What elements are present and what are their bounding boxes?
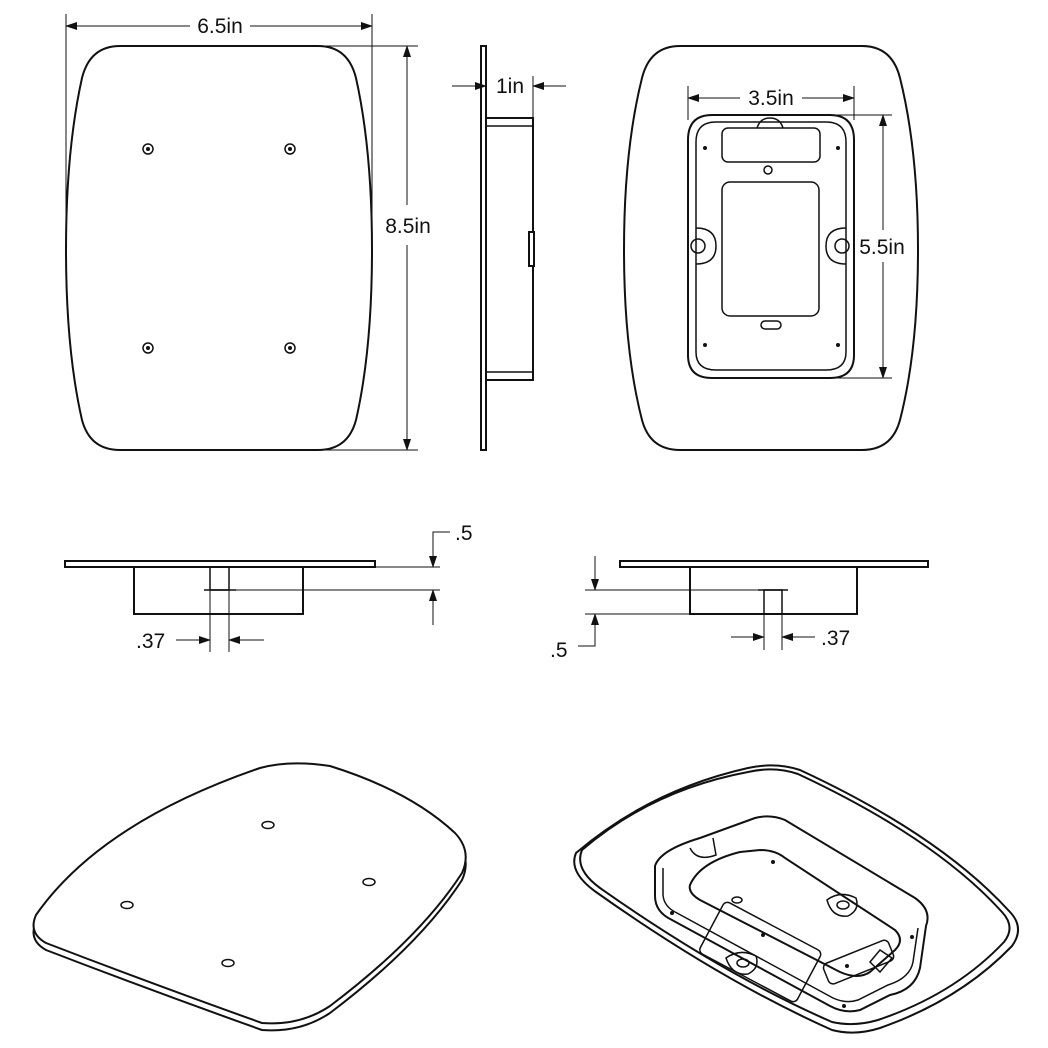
iso-mounting-hole	[120, 900, 134, 910]
iso-plate-top	[32, 762, 467, 1025]
offset-dimension-label: .5	[455, 522, 473, 545]
box-height-dimension-label: 5.5in	[859, 236, 905, 259]
width-dimension-label: 6.5in	[197, 15, 243, 38]
slot-dimension-label: .37	[821, 627, 850, 650]
isometric-front-view	[32, 762, 467, 1032]
front-view: 6.5in 8.5in	[64, 14, 431, 451]
iso-mounting-ear	[826, 893, 858, 917]
bottom-left-elevation: .5 .37	[64, 522, 473, 653]
iso-mounting-ear	[725, 951, 758, 975]
right-mounting-ear	[825, 227, 850, 265]
box-width-dimension-label: 3.5in	[748, 87, 794, 110]
side-tab	[528, 231, 535, 267]
iso-mounting-hole	[261, 820, 275, 830]
bottom-slot	[760, 320, 782, 330]
back-view: 3.5in 5.5in	[622, 45, 920, 451]
height-dimension-label: 8.5in	[385, 215, 431, 238]
screw-hole	[763, 165, 773, 175]
device-opening	[721, 181, 820, 317]
depth-dimension-label: 1in	[496, 75, 524, 98]
iso-mounting-hole	[362, 877, 376, 887]
junction-box-flange	[687, 114, 855, 379]
left-mounting-ear	[690, 227, 717, 265]
mounting-hole	[142, 143, 154, 155]
iso-mounting-hole	[221, 958, 235, 968]
side-view: 1in	[452, 45, 566, 451]
mounting-hole	[284, 342, 296, 354]
iso-top-slot	[822, 939, 895, 985]
front-plate-outline	[64, 45, 374, 451]
side-box	[485, 117, 534, 381]
bottom-right-elevation: .5 .37	[550, 556, 929, 662]
iso-device-opening	[699, 901, 822, 1003]
iso-box-tray	[688, 848, 901, 977]
slot-dimension-label: .37	[136, 630, 165, 653]
top-slot	[721, 127, 821, 163]
mounting-hole	[284, 143, 296, 155]
offset-dimension-label: .5	[550, 639, 568, 662]
isometric-back-view	[573, 764, 1019, 1034]
mounting-hole	[142, 342, 154, 354]
junction-box-inner	[695, 121, 847, 371]
